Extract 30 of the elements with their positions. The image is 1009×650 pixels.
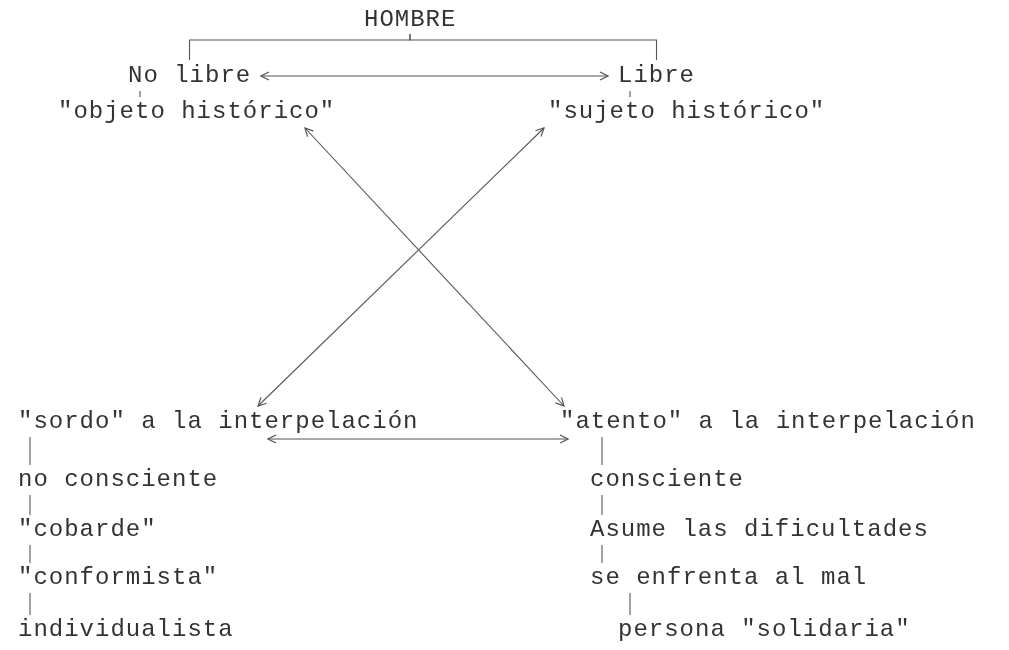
node-text: HOMBRE (364, 6, 457, 34)
node-text: "objeto histórico" (58, 98, 336, 126)
node-text: individualista (18, 616, 234, 644)
node-text: No libre (128, 62, 252, 90)
connector-line (601, 544, 603, 564)
connector-line (629, 592, 631, 616)
arrow (260, 71, 609, 81)
node-text: "sordo" a la interpelación (18, 408, 419, 436)
node-text: se enfrenta al mal (590, 564, 868, 592)
connector-line (29, 494, 31, 516)
node-text: persona "solidaria" (618, 616, 911, 644)
connector-line (29, 544, 31, 564)
connector-line (601, 494, 603, 516)
node-text: consciente (590, 466, 745, 494)
node-text: no consciente (18, 466, 219, 494)
node-text: Libre (618, 62, 695, 90)
connector-line (629, 90, 631, 98)
connector-line (601, 436, 603, 466)
connector-line (139, 90, 141, 98)
node-text: "cobarde" (18, 516, 157, 544)
node-text: Asume las dificultades (590, 516, 929, 544)
arrow (267, 434, 569, 444)
node-text: "sujeto histórico" (548, 98, 826, 126)
arrow (257, 127, 545, 407)
connector-line (409, 33, 658, 61)
node-text: "conformista" (18, 564, 219, 592)
connector-line (29, 436, 31, 466)
connector-line (29, 592, 31, 616)
node-text: "atento" a la interpelación (560, 408, 976, 436)
arrow (304, 127, 565, 407)
